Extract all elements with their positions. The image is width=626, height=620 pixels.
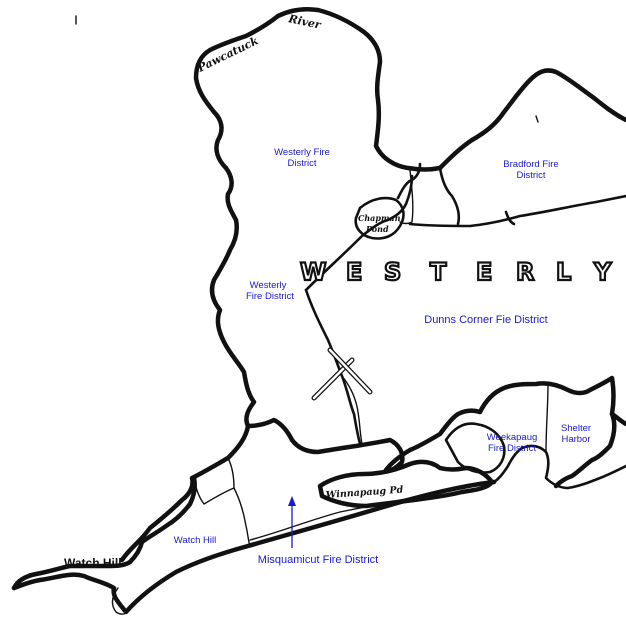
town-letter: R — [516, 258, 534, 286]
pond-inlet — [396, 162, 422, 200]
weekapaug-label-2: Fire District — [488, 443, 536, 454]
shelter-harbor-label-2: Harbor — [561, 434, 590, 445]
westerly-south-label-1: Westerly — [250, 280, 287, 291]
town-letter: S — [384, 258, 401, 286]
point-detail — [111, 587, 131, 615]
bradford-inner-line — [438, 166, 461, 226]
dunns-corner-label: Dunns Corner Fie District — [424, 314, 547, 326]
town-letter: W — [300, 258, 326, 286]
salt-pond-shore — [245, 408, 483, 473]
east-shore — [477, 375, 617, 489]
highway-crossing — [311, 347, 373, 401]
watch-hill-peninsula — [11, 475, 198, 591]
watch-hill-district-label: Watch Hill — [174, 535, 216, 546]
town-name: W E S T E R L Y — [299, 257, 613, 287]
westerly-north-label-2: District — [287, 158, 316, 169]
westerly-division-south — [304, 288, 362, 446]
town-letter: T — [430, 258, 447, 286]
misquamicut-label: Misquamicut Fire District — [258, 554, 378, 566]
chapman-pond — [354, 196, 405, 240]
shelter-harbor-line — [545, 383, 549, 453]
town-boundary-northeast — [437, 68, 626, 171]
westerly-division-line — [304, 174, 414, 292]
misquamicut-arrow — [288, 496, 296, 548]
river-boundary — [119, 7, 443, 563]
creek-line — [341, 375, 363, 445]
barrier-line — [249, 481, 495, 541]
westerly-north-label-1: Westerly Fire — [274, 147, 330, 158]
westerly-south-label-2: Fire District — [246, 291, 294, 302]
watch-hill-place-label: Watch Hill — [64, 556, 122, 570]
bradford-boundary — [408, 194, 626, 228]
weekapaug-inlet — [492, 444, 626, 490]
winnapaug-label: Winnapaug Pd — [325, 485, 403, 501]
town-letter: E — [346, 258, 362, 286]
tick-mark — [535, 115, 539, 123]
westerly-division-upper — [399, 169, 414, 225]
town-letter: E — [476, 258, 492, 286]
chapman-label: Chapman — [358, 213, 401, 223]
east-edge — [609, 411, 626, 427]
town-boundary-west — [11, 479, 497, 615]
river-label: River — [286, 12, 323, 32]
shelter-harbor-label-1: Shelter — [561, 423, 591, 434]
town-letter: L — [556, 258, 571, 286]
pond-label: Pond — [365, 224, 389, 234]
weekapaug-label-1: Weekapaug — [487, 432, 538, 443]
bradford-label-2: District — [516, 170, 545, 181]
misquamicut-boundary — [227, 457, 235, 489]
bradford-label-1: Bradford Fire — [503, 159, 558, 170]
bradford-east-line — [504, 210, 516, 226]
town-letter: Y — [593, 258, 612, 286]
